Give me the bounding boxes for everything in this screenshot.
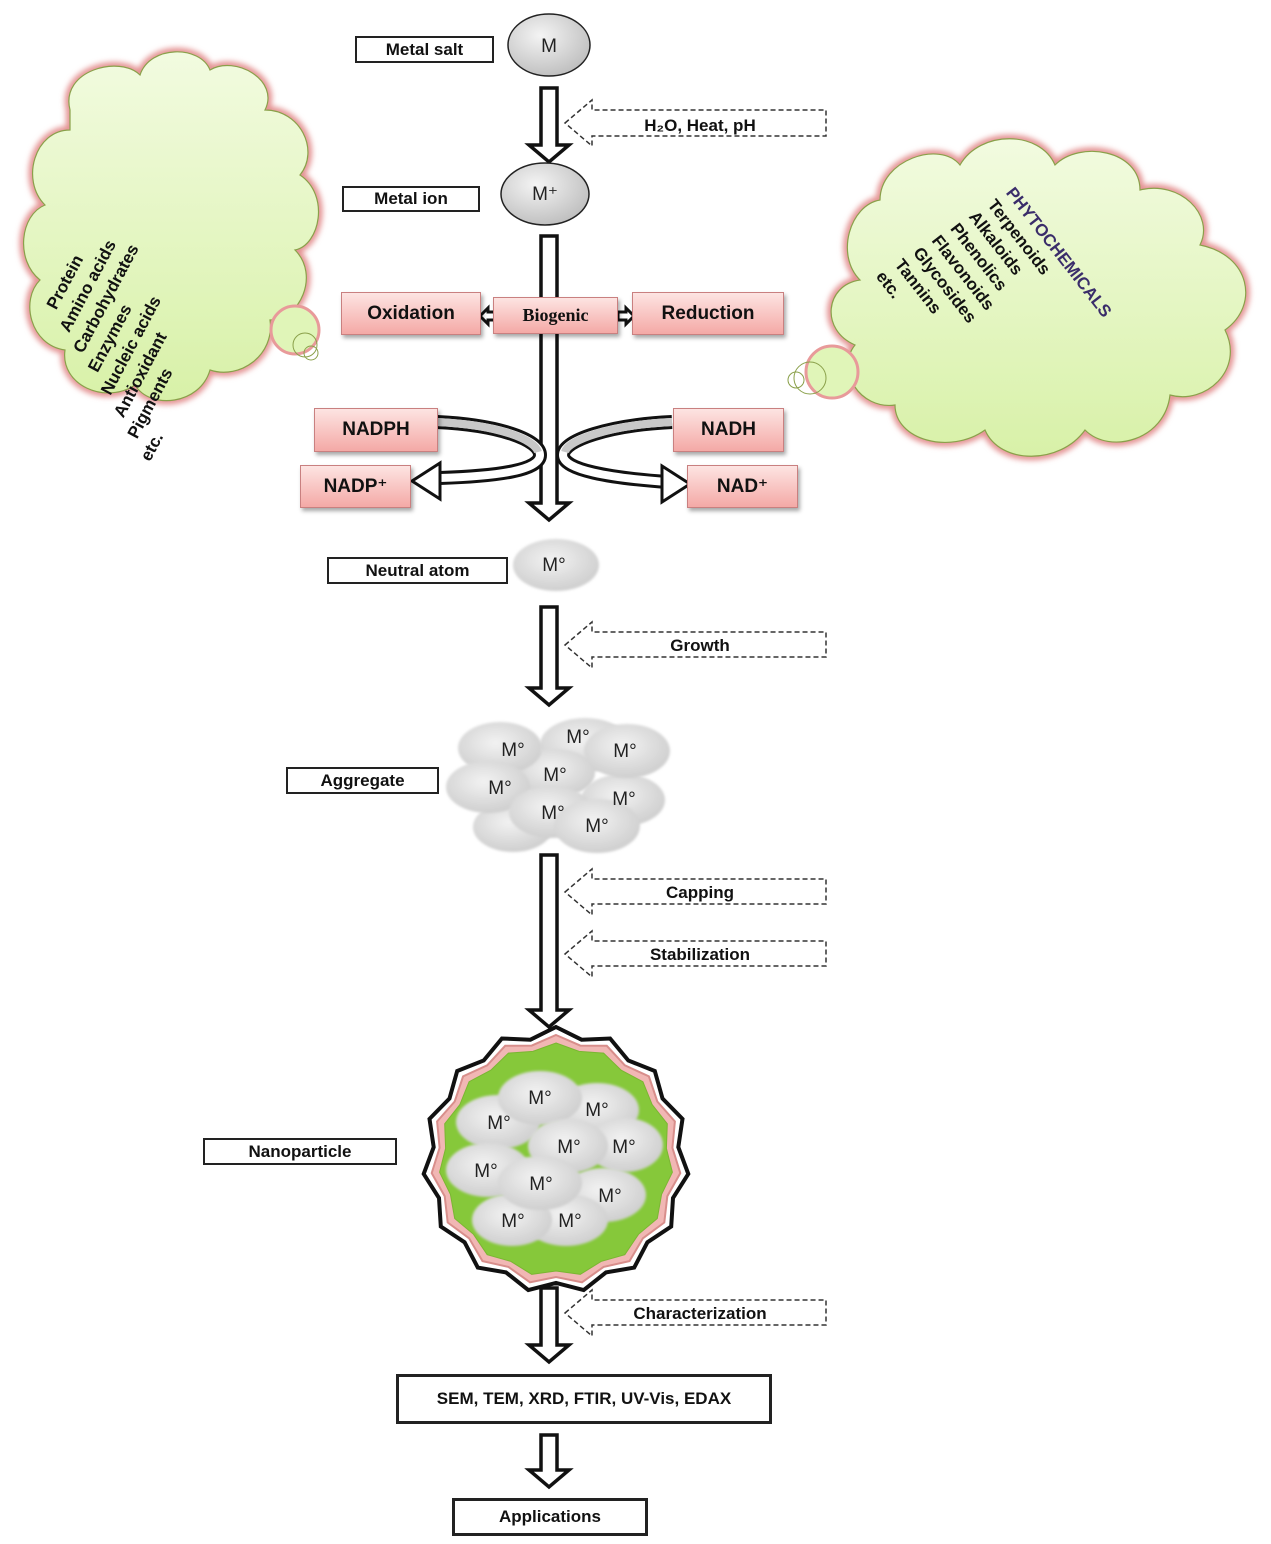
aggregate-atom-label: M° — [585, 816, 608, 837]
biomolecules-cloud — [19, 47, 323, 405]
flow-arrow-methods-to-applications — [524, 1433, 574, 1490]
cloud-bubble-large — [269, 304, 321, 356]
nanoparticle: M° M° M° M° M° M° M° M° M° M° — [421, 1024, 691, 1293]
side-arrow-stabilization-label: Stabilization — [650, 945, 750, 964]
nanoparticle-atom-label: M° — [528, 1088, 551, 1109]
flow-arrow-ion-to-atom — [524, 234, 574, 523]
nanoparticle-atom-label: M° — [501, 1211, 524, 1232]
side-arrow-capping-label: Capping — [666, 883, 734, 902]
cloud-body — [22, 51, 320, 402]
aggregate-atom-label: M° — [566, 727, 589, 748]
aggregate-atom-label: M° — [613, 741, 636, 762]
phytochemicals-cloud — [787, 134, 1250, 461]
aggregate-cluster: M° M° M° M° M° M° M° M° — [446, 718, 670, 853]
biogenic-to-reduction-arrow-icon — [616, 304, 637, 328]
flow-arrow-nanoparticle-to-methods — [524, 1286, 574, 1365]
flow-arrow-atom-to-aggregate — [524, 605, 574, 708]
side-arrow-growth: Growth — [563, 620, 827, 670]
nanoparticle-atom-label: M° — [529, 1174, 552, 1195]
neutral-atom-symbol: M° — [542, 555, 565, 576]
neutral-atom-label: Neutral atom — [327, 557, 508, 584]
characterization-methods-box: SEM, TEM, XRD, FTIR, UV-Vis, EDAX — [396, 1374, 772, 1424]
metal-salt-symbol: M — [541, 36, 557, 57]
nadh-to-nad-arrow — [555, 415, 693, 505]
side-arrow-capping: Capping — [563, 867, 827, 917]
side-arrow-characterization-label: Characterization — [633, 1304, 766, 1323]
aggregate-atom-label: M° — [543, 765, 566, 786]
nadph-to-nadp-arrow — [409, 415, 548, 502]
flow-arrow-aggregate-to-nanoparticle — [524, 853, 574, 1030]
nanoparticle-atom-label: M° — [598, 1186, 621, 1207]
nanoparticle-label: Nanoparticle — [203, 1138, 397, 1165]
biogenic-box: Biogenic — [493, 297, 618, 334]
nad-plus-box: NAD⁺ — [687, 465, 798, 508]
aggregate-atom-label: M° — [488, 778, 511, 799]
oxidation-box: Oxidation — [341, 292, 481, 335]
nanoparticle-atom-label: M° — [474, 1161, 497, 1182]
flow-arrow-salt-to-ion — [524, 86, 574, 165]
side-arrow-conditions: H₂O, Heat, pH — [563, 98, 827, 148]
aggregate-label: Aggregate — [286, 767, 439, 794]
nanoparticle-atom-label: M° — [585, 1100, 608, 1121]
metal-ion-atom: M⁺ — [500, 162, 590, 226]
side-arrow-conditions-label: H₂O, Heat, pH — [644, 116, 755, 135]
metal-ion-label: Metal ion — [342, 186, 480, 212]
side-arrow-stabilization: Stabilization — [563, 929, 827, 979]
nanoparticle-atom-label: M° — [557, 1137, 580, 1158]
nadh-box: NADH — [673, 408, 784, 452]
nanoparticle-atom-label: M° — [487, 1113, 510, 1134]
metal-salt-label: Metal salt — [355, 36, 494, 63]
aggregate-atom-label: M° — [541, 803, 564, 824]
applications-box: Applications — [452, 1498, 648, 1536]
neutral-atom: M° — [513, 539, 599, 591]
aggregate-atom-label: M° — [612, 789, 635, 810]
nadph-box: NADPH — [314, 408, 438, 452]
reduction-box: Reduction — [632, 292, 784, 335]
nadp-plus-box: NADP⁺ — [300, 465, 411, 508]
cloud-bubble-mid — [793, 361, 827, 395]
cloud-bubble-small — [303, 345, 319, 361]
metal-salt-atom: M — [507, 13, 591, 77]
cloud-bubble-small — [787, 371, 805, 389]
side-arrow-growth-label: Growth — [670, 636, 730, 655]
cloud-body — [830, 138, 1247, 457]
aggregate-atom-label: M° — [501, 740, 524, 761]
cloud-bubble-large — [804, 344, 860, 400]
nanoparticle-core: M° M° M° M° M° M° M° M° M° M° — [446, 1071, 663, 1246]
nanoparticle-atom-label: M° — [612, 1137, 635, 1158]
side-arrow-characterization: Characterization — [563, 1288, 827, 1338]
nanoparticle-atom-label: M° — [558, 1211, 581, 1232]
metal-ion-symbol: M⁺ — [532, 184, 558, 205]
